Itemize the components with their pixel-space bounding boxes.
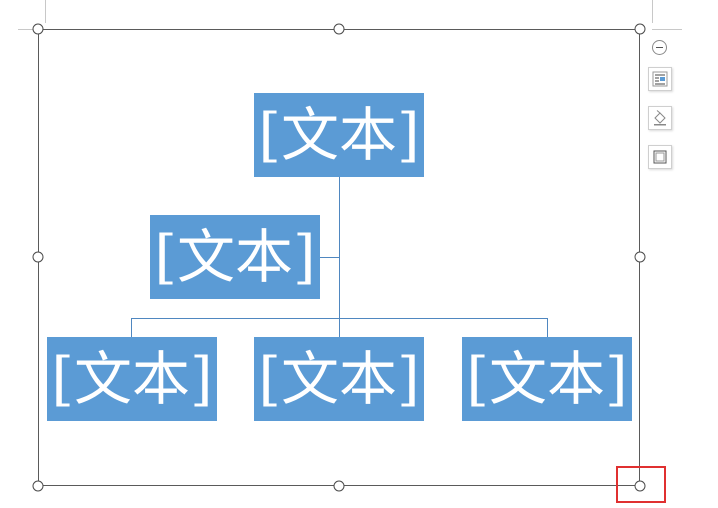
minus-circle-icon[interactable] [652,40,667,55]
org-chart-child-box-right[interactable]: [文本] [462,337,632,421]
resize-handle-top-center[interactable] [333,23,345,35]
resize-handle-top-left[interactable] [32,23,44,35]
resize-handle-middle-left[interactable] [32,251,44,263]
layout-options-icon [652,71,668,87]
resize-handle-bottom-right[interactable] [634,480,646,492]
layout-options-button[interactable] [648,67,672,91]
paint-bucket-icon [654,110,666,126]
crop-mark-top-right-vertical [652,0,653,23]
fill-outline-button[interactable] [648,145,672,169]
connector-horizontal-bar [131,318,548,319]
org-chart-child-box-left[interactable]: [文本] [47,337,217,421]
crop-mark-top-left-horizontal [18,29,38,30]
org-chart-assistant-box[interactable]: [文本] [150,215,320,299]
connector-assistant [320,257,340,258]
styles-button[interactable] [648,106,672,130]
resize-handle-bottom-center[interactable] [333,480,345,492]
highlight-box [616,466,666,503]
shape-outline-icon [653,150,667,164]
resize-handle-bottom-left[interactable] [32,480,44,492]
resize-handle-top-right[interactable] [634,23,646,35]
resize-handle-middle-right[interactable] [634,251,646,263]
crop-mark-top-right-horizontal [652,29,682,30]
connector-right-child [547,318,548,338]
org-chart-child-box-middle[interactable]: [文本] [254,337,424,421]
crop-mark-top-left-vertical [45,0,46,23]
connector-left-child [131,318,132,338]
org-chart-top-box[interactable]: [文本] [254,93,424,177]
